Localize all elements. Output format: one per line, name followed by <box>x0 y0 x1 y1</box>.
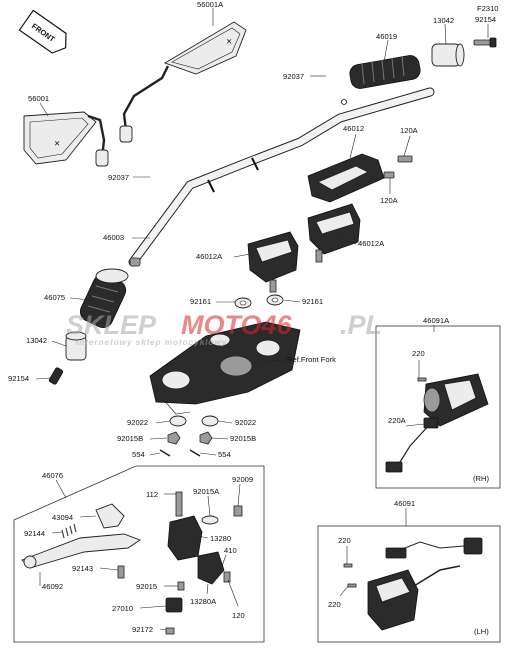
label-46075: 46075 <box>44 293 65 302</box>
label-92144: 92144 <box>24 529 45 538</box>
watermark-domain: .PL <box>340 310 382 340</box>
label-46076: 46076 <box>42 471 63 480</box>
label-112: 112 <box>146 490 158 499</box>
label-92015: 92015 <box>136 582 157 591</box>
label-46019: 46019 <box>376 32 397 41</box>
label-13042-right: 13042 <box>433 16 454 25</box>
label-lh: (LH) <box>474 627 489 636</box>
label-92015a: 92015A <box>193 487 220 496</box>
watermark-brand-left: SKLEP <box>66 310 157 340</box>
label-554-left: 554 <box>132 450 145 459</box>
label-92022-right: 92022 <box>235 418 256 427</box>
label-120: 120 <box>232 611 245 620</box>
part-labels: 56001A 56001 92037 46019 13042 F2310 921… <box>8 0 499 636</box>
label-46012a-right: 46012A <box>358 239 385 248</box>
watermark-brand-right: MOTO46 <box>181 310 293 340</box>
handlebar <box>128 87 435 267</box>
label-220a-rh: 220A <box>388 416 407 425</box>
label-220-lh-top: 220 <box>338 536 351 545</box>
washers-92161 <box>234 294 284 309</box>
label-13280a: 13280A <box>190 597 217 606</box>
switch-left <box>343 537 483 631</box>
front-direction-marker: FRONT <box>18 9 67 54</box>
svg-text:✕: ✕ <box>226 37 232 46</box>
label-410: 410 <box>224 546 237 555</box>
label-f2310: F2310 <box>477 4 499 13</box>
mirror-right: ✕ <box>119 21 247 143</box>
label-92022-left: 92022 <box>127 418 148 427</box>
label-56001a: 56001A <box>197 0 224 9</box>
svg-text:✕: ✕ <box>54 139 60 148</box>
label-56001: 56001 <box>28 94 49 103</box>
label-13042-left: 13042 <box>26 336 47 345</box>
label-46091: 46091 <box>394 499 415 508</box>
label-92161-left: 92161 <box>190 297 211 306</box>
label-ref-front-fork: Ref.Front Fork <box>287 355 336 364</box>
label-46092: 46092 <box>42 582 63 591</box>
label-27010: 27010 <box>112 604 133 613</box>
label-92172: 92172 <box>132 625 153 634</box>
label-46012: 46012 <box>343 124 364 133</box>
label-92037-top: 92037 <box>283 72 304 81</box>
label-92143: 92143 <box>72 564 93 573</box>
label-46003: 46003 <box>103 233 124 242</box>
label-43094: 43094 <box>52 513 73 522</box>
grip-left <box>48 268 129 385</box>
holder-upper <box>307 153 413 203</box>
label-220-lh-bottom: 220 <box>328 600 341 609</box>
label-rh: (RH) <box>473 474 489 483</box>
label-92161-right: 92161 <box>302 297 323 306</box>
upper-triple-clamp <box>149 321 301 415</box>
frame-lh-switch <box>317 525 501 643</box>
label-92009: 92009 <box>232 475 253 484</box>
label-220-rh: 220 <box>412 349 425 358</box>
frame-clutch-assembly <box>13 465 265 643</box>
lever-holder <box>165 491 243 635</box>
label-120a-top: 120A <box>400 126 419 135</box>
label-92037-mid: 92037 <box>108 173 129 182</box>
mirror-left: ✕ <box>23 111 109 167</box>
leader-lines <box>35 8 489 631</box>
label-92154-right: 92154 <box>475 15 496 24</box>
label-92154-left: 92154 <box>8 374 29 383</box>
watermark: SKLEP MOTO46 .PL internetowy sklep motoc… <box>66 310 382 347</box>
label-46012a-left: 46012A <box>196 252 223 261</box>
grip-right <box>349 37 497 89</box>
label-92015b-right: 92015B <box>230 434 256 443</box>
holder-lower-left <box>247 231 299 293</box>
holder-lower-right <box>307 203 361 263</box>
label-120a-bottom: 120A <box>380 196 399 205</box>
label-554-right: 554 <box>218 450 231 459</box>
watermark-tagline: internetowy sklep motocyklowy <box>76 337 228 347</box>
switch-right <box>385 373 489 473</box>
label-46091a: 46091A <box>423 316 450 325</box>
frame-rh-switch <box>375 325 501 489</box>
label-13280: 13280 <box>210 534 231 543</box>
clamp-hardware <box>159 415 219 457</box>
clutch-lever <box>21 503 141 579</box>
label-92015b-left: 92015B <box>117 434 143 443</box>
